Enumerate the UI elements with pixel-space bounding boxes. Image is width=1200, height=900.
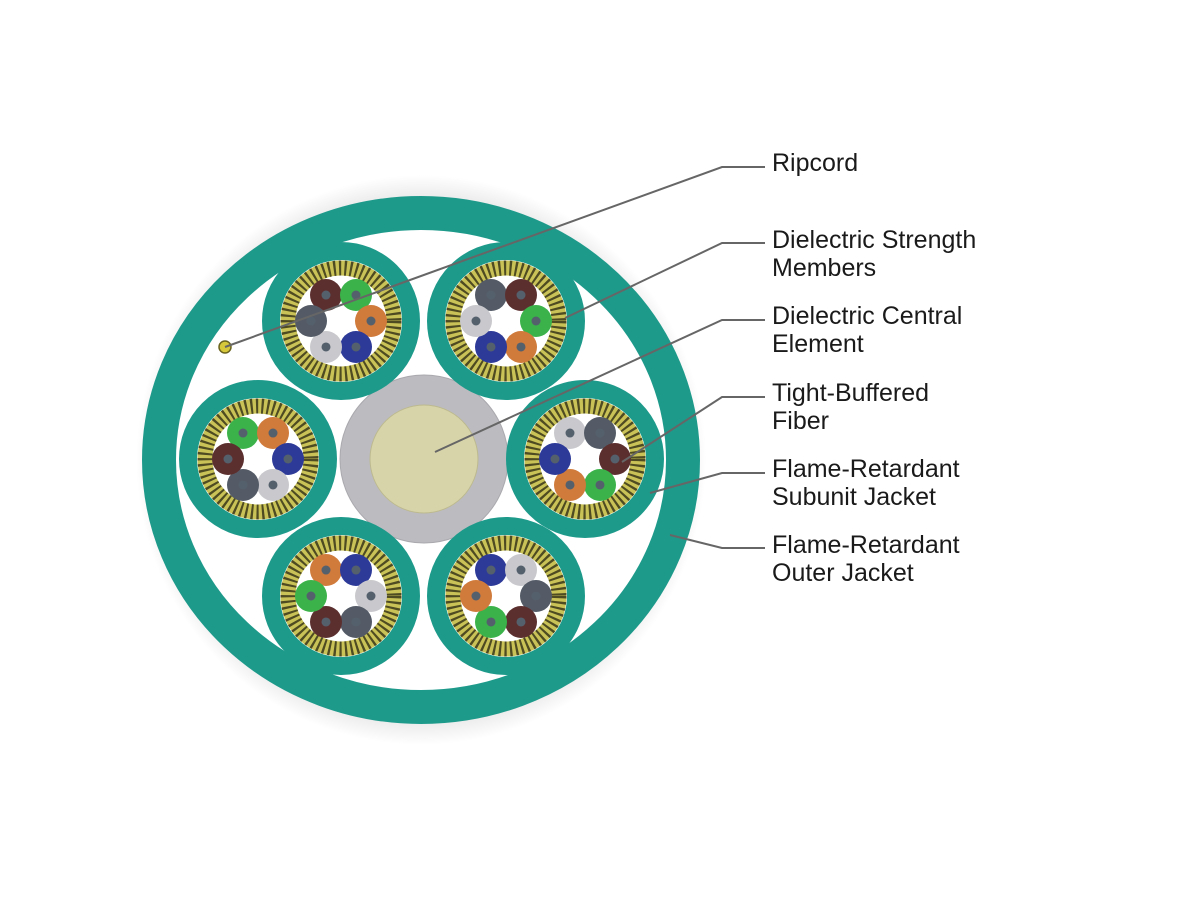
label-line: Dielectric Strength [772, 226, 977, 254]
label-line: Flame-Retardant [772, 531, 960, 559]
fiber-core [351, 290, 361, 300]
subunit-jacket [506, 380, 664, 538]
fiber-core [306, 316, 316, 326]
subunit-left [179, 380, 337, 538]
strength-members-stripes [445, 260, 567, 382]
fiber-core [238, 480, 248, 490]
label-line: Members [772, 254, 877, 282]
fiber-core [366, 591, 376, 601]
strength-members-stripes [524, 398, 646, 520]
label-line: Ripcord [772, 149, 859, 177]
subunit-jacket [262, 242, 420, 400]
label-line: Dielectric Central [772, 302, 963, 330]
label-ripcord: Ripcord [772, 149, 858, 177]
fiber-core [223, 454, 233, 464]
fiber-core [321, 565, 331, 575]
fiber-core [268, 480, 278, 490]
label-line: Element [772, 330, 864, 358]
fiber-core [565, 480, 575, 490]
fiber-core [471, 316, 481, 326]
fiber-core [238, 428, 248, 438]
fiber-core [486, 565, 496, 575]
label-central-element: Dielectric Central Element [772, 302, 962, 358]
leader-line-subunit-jacket [649, 472, 765, 494]
strength-members-stripes [197, 398, 319, 520]
label-line: Tight-Buffered [772, 379, 930, 407]
fiber-core [283, 454, 293, 464]
subunit-top-left [262, 242, 420, 400]
fiber-core [516, 617, 526, 627]
label-line: Flame-Retardant [772, 455, 960, 483]
strength-members-stripes [280, 260, 402, 382]
leader-line-outer-jacket [669, 534, 765, 549]
subunit-bottom-left [262, 517, 420, 675]
fiber-core [486, 342, 496, 352]
fiber-core [351, 565, 361, 575]
fiber-core [486, 290, 496, 300]
subunit-jacket [179, 380, 337, 538]
label-line: Fiber [772, 407, 829, 435]
label-line: Subunit Jacket [772, 483, 936, 511]
fiber-core [351, 342, 361, 352]
fiber-core [351, 617, 361, 627]
label-subunit-jacket: Flame-Retardant Subunit Jacket [772, 455, 960, 511]
fiber-core [516, 342, 526, 352]
subunit-right [506, 380, 664, 538]
label-line: Outer Jacket [772, 559, 914, 587]
fiber-core [471, 591, 481, 601]
subunit-jacket [262, 517, 420, 675]
subunit-jacket [427, 242, 585, 400]
fiber-core [321, 290, 331, 300]
leader-line-strength-members [564, 242, 765, 319]
leader-line-central-element [434, 319, 765, 453]
fiber-core [595, 480, 605, 490]
strength-members-stripes [445, 535, 567, 657]
fiber-core [516, 290, 526, 300]
label-strength-members: Dielectric Strength Members [772, 226, 976, 282]
leader-line-ripcord [224, 166, 765, 348]
subunit-jacket [427, 517, 585, 675]
fiber-core [516, 565, 526, 575]
fiber-core [565, 428, 575, 438]
leader-line-tight-buffered-fiber [621, 396, 765, 463]
fiber-core [321, 617, 331, 627]
subunit-top-right [427, 242, 585, 400]
fiber-core [268, 428, 278, 438]
fiber-core [321, 342, 331, 352]
fiber-core [486, 617, 496, 627]
fiber-core [366, 316, 376, 326]
fiber-core [306, 591, 316, 601]
label-tight-buffered-fiber: Tight-Buffered Fiber [772, 379, 929, 435]
central-element-core [369, 404, 479, 514]
outer-jacket [142, 196, 700, 724]
fiber-core [610, 454, 620, 464]
fiber-core [531, 316, 541, 326]
fiber-core [550, 454, 560, 464]
subunit-bottom-right [427, 517, 585, 675]
fiber-core [595, 428, 605, 438]
strength-members-stripes [280, 535, 402, 657]
label-outer-jacket: Flame-Retardant Outer Jacket [772, 531, 960, 587]
fiber-core [531, 591, 541, 601]
